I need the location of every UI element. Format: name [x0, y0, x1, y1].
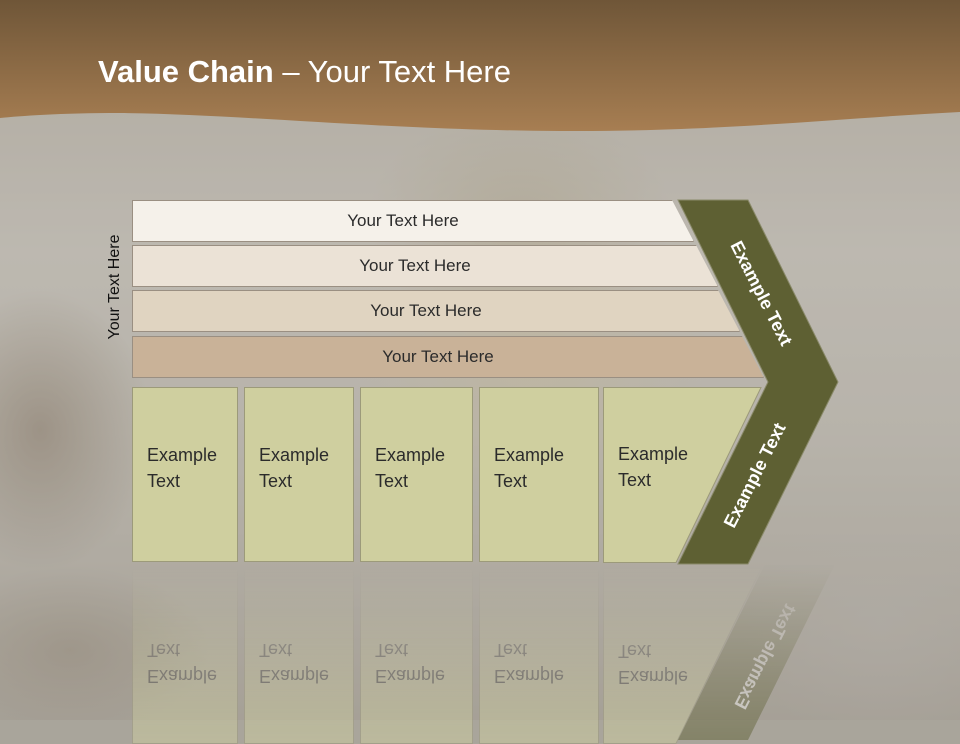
primary-card-3: Example Text	[360, 387, 473, 562]
support-band-3: Your Text Here	[132, 290, 740, 332]
page-title: Value Chain – Your Text Here	[98, 54, 511, 90]
primary-card-1: Example Text	[132, 387, 238, 562]
margin-chevron: Example Text Example Text	[677, 199, 839, 565]
card-line-1: Example	[147, 445, 218, 465]
band-label: Your Text Here	[359, 256, 471, 275]
title-bold: Value Chain	[98, 54, 274, 89]
primary-card-4: Example Text	[479, 387, 599, 562]
support-band-4: Your Text Here	[132, 336, 764, 378]
card-line-1: Example	[375, 445, 446, 465]
title-rest: – Your Text Here	[273, 54, 511, 89]
card-line-2: Text	[494, 471, 528, 491]
card-line-2: Text	[147, 471, 181, 491]
primary-card-2: Example Text	[244, 387, 354, 562]
card-line-2: Text	[375, 471, 409, 491]
band-label: Your Text Here	[370, 301, 482, 320]
card-line-1: Example	[494, 445, 565, 465]
card-line-1: Example	[618, 444, 689, 464]
card-line-1: Example	[259, 445, 330, 465]
primary-card-5: Example Text	[604, 387, 714, 562]
band-label: Your Text Here	[347, 211, 459, 230]
support-band-2: Your Text Here	[132, 245, 718, 287]
card-line-2: Text	[618, 470, 652, 490]
primary-card-5-shape	[603, 387, 762, 563]
side-label: Your Text Here	[106, 234, 123, 340]
support-band-1: Your Text Here	[132, 200, 694, 242]
title-banner	[0, 0, 960, 132]
card-line-2: Text	[259, 471, 293, 491]
band-label: Your Text Here	[382, 347, 494, 366]
